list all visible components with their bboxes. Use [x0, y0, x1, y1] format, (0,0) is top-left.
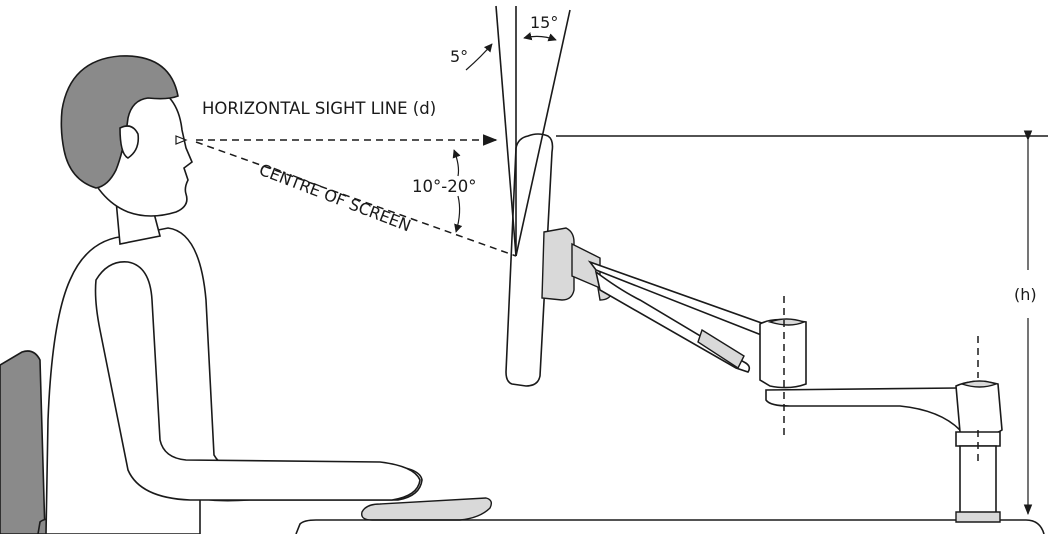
arm-joint: [759, 318, 807, 389]
tilt-line-forward: [515, 9, 571, 257]
person-arm: [94, 261, 421, 501]
pole-head: [955, 380, 1003, 436]
pole-foot: [955, 511, 1001, 523]
pole-collar: [955, 431, 1001, 447]
angle-down-arrow-top: [452, 149, 461, 177]
angle-down-arrow-bottom: [454, 195, 463, 233]
tilt-line-back: [495, 5, 517, 257]
monitor-arm: [587, 260, 1003, 523]
pole-cap: [959, 380, 998, 388]
angle-forward-label: 15°: [530, 13, 558, 32]
angle-forward-arrow: [523, 32, 557, 42]
centre-of-screen-label: CENTRE OF SCREEN: [257, 160, 414, 235]
monitor-mount: [541, 227, 575, 301]
gas-spring: [697, 328, 745, 370]
person-hair: [60, 55, 179, 189]
arm-joint-cap: [767, 318, 806, 326]
monitor: [505, 133, 613, 387]
centre-line: [195, 141, 517, 257]
person-ear: [119, 125, 140, 159]
height-label: (h): [1014, 285, 1037, 304]
keyboard: [361, 497, 493, 521]
chair-backrest: [0, 350, 46, 534]
sight-line-label: HORIZONTAL SIGHT LINE (d): [202, 99, 436, 118]
person-eye: [175, 135, 188, 145]
angle-back-label: 5°: [450, 47, 468, 66]
desk: [295, 519, 1045, 534]
angle-down-label: 10°-20°: [412, 177, 476, 196]
person: [45, 55, 423, 534]
angle-back-arrow: [465, 43, 493, 71]
